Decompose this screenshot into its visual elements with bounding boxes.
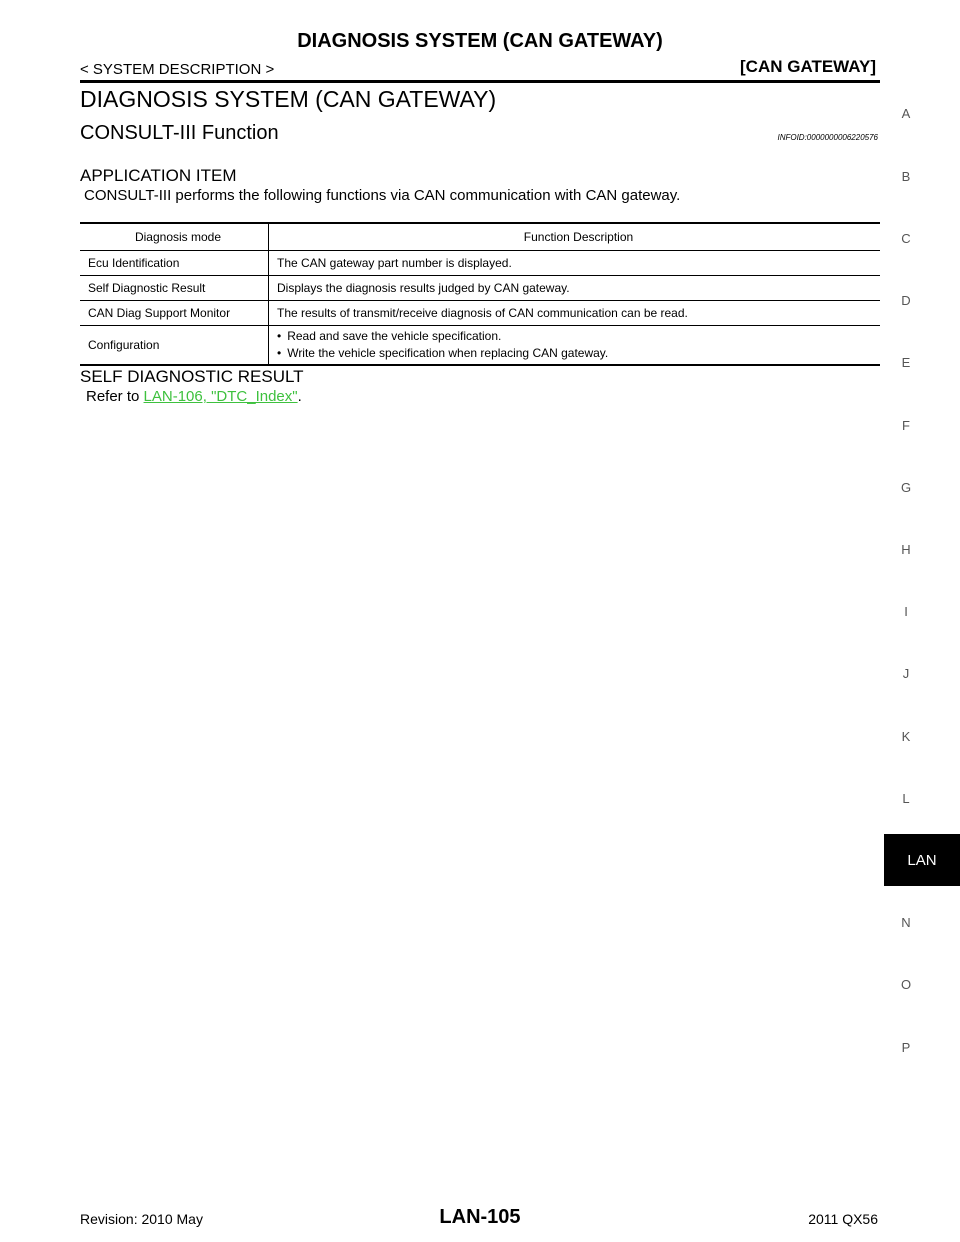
bullet-item: Read and save the vehicle specification.: [277, 328, 880, 345]
application-heading: APPLICATION ITEM: [80, 166, 237, 185]
column-header-description: Function Description: [268, 222, 880, 251]
mode-cell: Self Diagnostic Result: [80, 275, 269, 301]
side-index-d[interactable]: D: [901, 293, 911, 308]
side-index-h[interactable]: H: [901, 542, 911, 557]
function-table: Diagnosis mode Function Description Ecu …: [80, 222, 880, 366]
side-index-f[interactable]: F: [902, 418, 910, 433]
footer-revision: Revision: 2010 May: [80, 1211, 203, 1227]
table-header-row: Diagnosis mode Function Description: [80, 222, 880, 251]
bullet-list: Read and save the vehicle specification.…: [277, 328, 880, 362]
description-cell: Read and save the vehicle specification.…: [268, 325, 880, 366]
description-cell: The results of transmit/receive diagnosi…: [268, 300, 880, 326]
mode-cell: Configuration: [80, 325, 269, 366]
side-index-i[interactable]: I: [904, 604, 908, 619]
side-index-l[interactable]: L: [902, 791, 910, 806]
footer-model: 2011 QX56: [808, 1211, 878, 1227]
side-index-c[interactable]: C: [901, 231, 911, 246]
refer-text: Refer to LAN-106, "DTC_Index".: [86, 388, 302, 405]
side-index-k[interactable]: K: [901, 729, 911, 744]
side-index-g[interactable]: G: [900, 480, 912, 495]
side-index-n[interactable]: N: [901, 915, 911, 930]
description-cell: Displays the diagnosis results judged by…: [268, 275, 880, 301]
table-row: Self Diagnostic Result Displays the diag…: [80, 275, 880, 301]
side-index-lan-active[interactable]: LAN: [884, 834, 960, 886]
side-index-j[interactable]: J: [902, 666, 910, 681]
self-diagnostic-heading: SELF DIAGNOSTIC RESULT: [80, 367, 304, 386]
info-id: INFOID:0000000006220576: [777, 133, 878, 142]
table-row: Configuration Read and save the vehicle …: [80, 325, 880, 366]
bullet-item: Write the vehicle specification when rep…: [277, 345, 880, 362]
refer-prefix: Refer to: [86, 388, 144, 405]
header-section-label: < SYSTEM DESCRIPTION >: [80, 61, 275, 78]
description-cell: The CAN gateway part number is displayed…: [268, 250, 880, 276]
table-row: Ecu Identification The CAN gateway part …: [80, 250, 880, 276]
side-index-a[interactable]: A: [901, 106, 911, 121]
refer-suffix: .: [297, 388, 302, 405]
page-header-title: DIAGNOSIS SYSTEM (CAN GATEWAY): [297, 30, 663, 52]
table-row: CAN Diag Support Monitor The results of …: [80, 300, 880, 326]
mode-cell: CAN Diag Support Monitor: [80, 300, 269, 326]
header-system-label: [CAN GATEWAY]: [740, 57, 876, 76]
side-index-b[interactable]: B: [901, 169, 911, 184]
dtc-index-link[interactable]: LAN-106, "DTC_Index": [143, 388, 298, 405]
side-index-e[interactable]: E: [901, 355, 911, 370]
side-index-p[interactable]: P: [901, 1040, 911, 1055]
header-rule: [80, 80, 880, 83]
application-text: CONSULT-III performs the following funct…: [84, 187, 681, 204]
mode-cell: Ecu Identification: [80, 250, 269, 276]
side-index-o[interactable]: O: [900, 977, 912, 992]
subsection-title: CONSULT-III Function: [80, 122, 279, 144]
footer-page-number: LAN-105: [439, 1206, 521, 1228]
section-title: DIAGNOSIS SYSTEM (CAN GATEWAY): [80, 86, 497, 112]
column-header-mode: Diagnosis mode: [80, 222, 269, 251]
